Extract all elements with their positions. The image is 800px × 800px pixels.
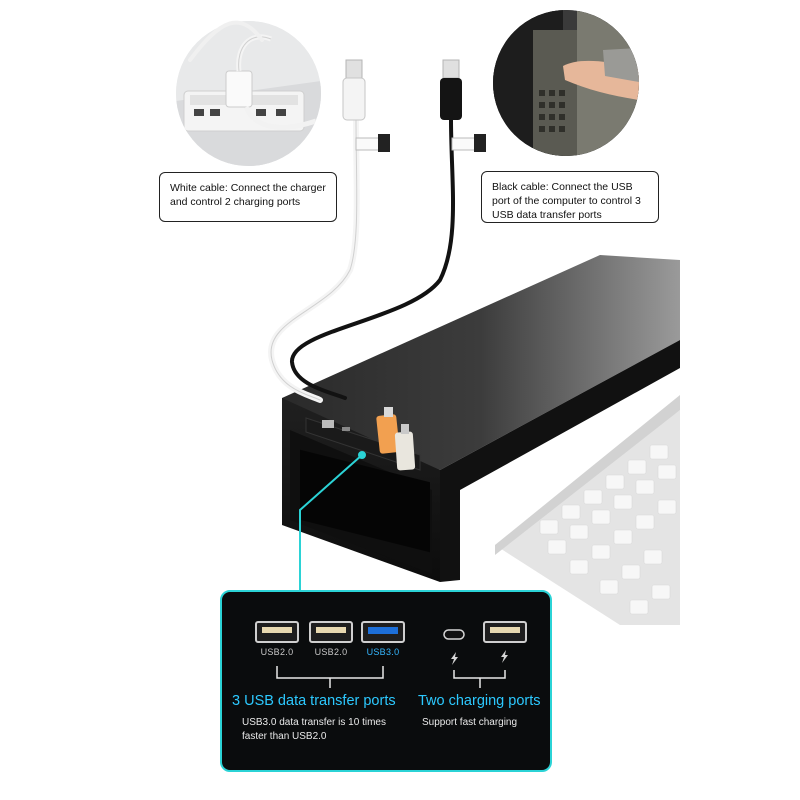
black-usb-plug [440, 59, 486, 152]
charging-usb-port-icon [483, 621, 527, 643]
data-ports-heading: 3 USB data transfer ports [232, 693, 396, 709]
data-ports-description: USB3.0 data transfer is 10 times faster … [242, 717, 386, 742]
black-cable-callout: Black cable: Connect the USB port of the… [481, 171, 659, 223]
black-cable-callout-text: Black cable: Connect the USB port of the… [492, 181, 641, 221]
cyan-connector-line [299, 451, 366, 590]
white-cable-callout-text: White cable: Connect the charger and con… [170, 182, 326, 208]
ports-detail-panel: USB2.0 USB2.0 USB3.0 3 USB data transfer… [220, 590, 552, 772]
group-brackets [276, 666, 506, 688]
cables [188, 20, 456, 403]
usb2-port-2-icon [309, 621, 353, 643]
white-cable-callout: White cable: Connect the charger and con… [159, 172, 337, 222]
lightning-icon [451, 650, 508, 665]
charging-ports-heading: Two charging ports [418, 693, 541, 709]
usb2-port-1-label: USB2.0 [260, 647, 294, 657]
usb2-port-2-label: USB2.0 [314, 647, 348, 657]
usb3-port-label: USB3.0 [366, 647, 400, 657]
charging-ports-description: Support fast charging [422, 717, 518, 728]
white-usb-plug [342, 59, 390, 152]
panel-port-icons [255, 621, 527, 688]
usb-c-port-icon [443, 629, 465, 640]
usb3-port-icon [361, 621, 405, 643]
usb2-port-1-icon [255, 621, 299, 643]
usb-drives [376, 407, 416, 471]
keyboard-image [495, 395, 680, 625]
